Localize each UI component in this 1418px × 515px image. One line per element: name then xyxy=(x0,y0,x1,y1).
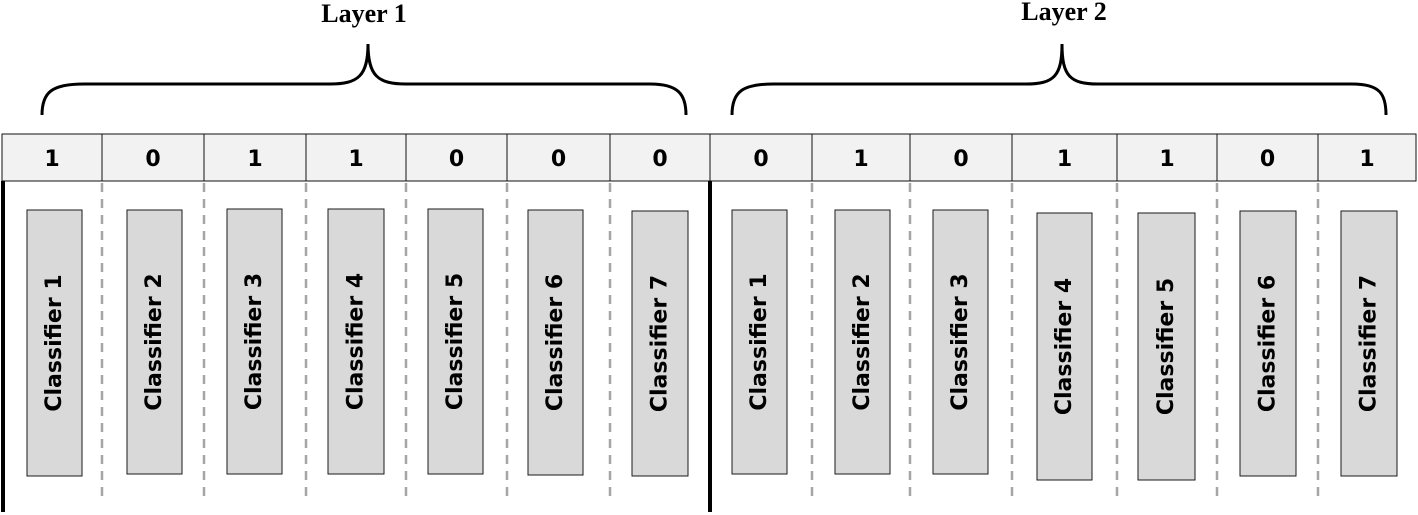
classifier-box: Classifier 3 xyxy=(932,209,989,475)
classifier-box: Classifier 5 xyxy=(427,208,484,475)
bit-cell: 1 xyxy=(1317,133,1417,182)
classifier-box: Classifier 4 xyxy=(1036,212,1093,481)
classifier-box: Classifier 7 xyxy=(1340,210,1398,477)
classifier-label: Classifier 5 xyxy=(1154,278,1179,415)
classifier-box: Classifier 6 xyxy=(527,209,584,476)
classifier-label: Classifier 4 xyxy=(344,273,369,410)
classifier-box: Classifier 1 xyxy=(731,209,788,475)
classifier-label: Classifier 6 xyxy=(1256,275,1281,412)
column-separators xyxy=(100,183,1320,500)
bit-cell: 1 xyxy=(1116,133,1218,182)
bit-value: 1 xyxy=(853,147,868,172)
bit-cell: 0 xyxy=(1216,133,1319,182)
bit-value: 0 xyxy=(953,147,968,172)
bit-cell: 1 xyxy=(1011,133,1118,182)
classifier-label: Classifier 4 xyxy=(1052,278,1077,415)
classifier-box: Classifier 5 xyxy=(1137,212,1196,481)
bit-value: 1 xyxy=(44,147,59,172)
bit-value: 0 xyxy=(449,147,464,172)
classifier-label: Classifier 3 xyxy=(948,273,973,410)
bit-cell: 0 xyxy=(101,133,205,182)
bit-cell: 1 xyxy=(811,133,911,182)
bit-cell: 0 xyxy=(405,133,508,182)
bit-value: 0 xyxy=(1260,147,1275,172)
bit-value: 0 xyxy=(551,147,566,172)
classifier-label: Classifier 7 xyxy=(648,275,673,412)
bit-value: 1 xyxy=(1159,147,1174,172)
bit-value: 1 xyxy=(1057,147,1072,172)
bit-value: 1 xyxy=(247,147,262,172)
classifier-label: Classifier 7 xyxy=(1357,275,1382,412)
classifier-box: Classifier 2 xyxy=(834,209,891,475)
bit-string-row: 1 0 1 1 0 0 0 0 1 0 1 1 0 1 xyxy=(1,133,1417,182)
bit-cell: 0 xyxy=(709,133,813,182)
layer-2-title: Layer 2 xyxy=(1021,0,1106,26)
classifier-label: Classifier 3 xyxy=(242,273,267,410)
classifier-box: Classifier 6 xyxy=(1239,210,1297,477)
bit-cell: 0 xyxy=(909,133,1013,182)
classifier-columns: Classifier 1 Classifier 2 Classifier 3 Clas… xyxy=(26,208,1398,481)
layer-1-brace xyxy=(40,43,688,116)
bit-cell: 0 xyxy=(506,133,611,182)
bit-value: 1 xyxy=(1359,147,1374,172)
layer-2-brace xyxy=(730,43,1388,116)
layer-1-title: Layer 1 xyxy=(321,0,406,28)
bit-value: 0 xyxy=(753,147,768,172)
classifier-box: Classifier 3 xyxy=(226,208,283,475)
classifier-label: Classifier 2 xyxy=(850,273,875,410)
classifier-box: Classifier 1 xyxy=(26,209,83,477)
classifier-box: Classifier 4 xyxy=(327,208,385,475)
classifier-label: Classifier 1 xyxy=(42,274,67,411)
classifier-label: Classifier 1 xyxy=(747,273,772,410)
classifier-box: Classifier 2 xyxy=(126,209,183,475)
bit-cell: 1 xyxy=(203,133,307,182)
classifier-label: Classifier 2 xyxy=(142,273,167,410)
bit-cell: 1 xyxy=(1,133,103,182)
classifier-label: Classifier 5 xyxy=(443,273,468,410)
bit-value: 1 xyxy=(348,147,363,172)
bit-cell: 0 xyxy=(609,133,711,182)
classifier-box: Classifier 7 xyxy=(631,210,689,477)
bit-cell: 1 xyxy=(305,133,407,182)
bit-value: 0 xyxy=(652,147,667,172)
classifier-label: Classifier 6 xyxy=(543,274,568,411)
bit-value: 0 xyxy=(145,147,160,172)
